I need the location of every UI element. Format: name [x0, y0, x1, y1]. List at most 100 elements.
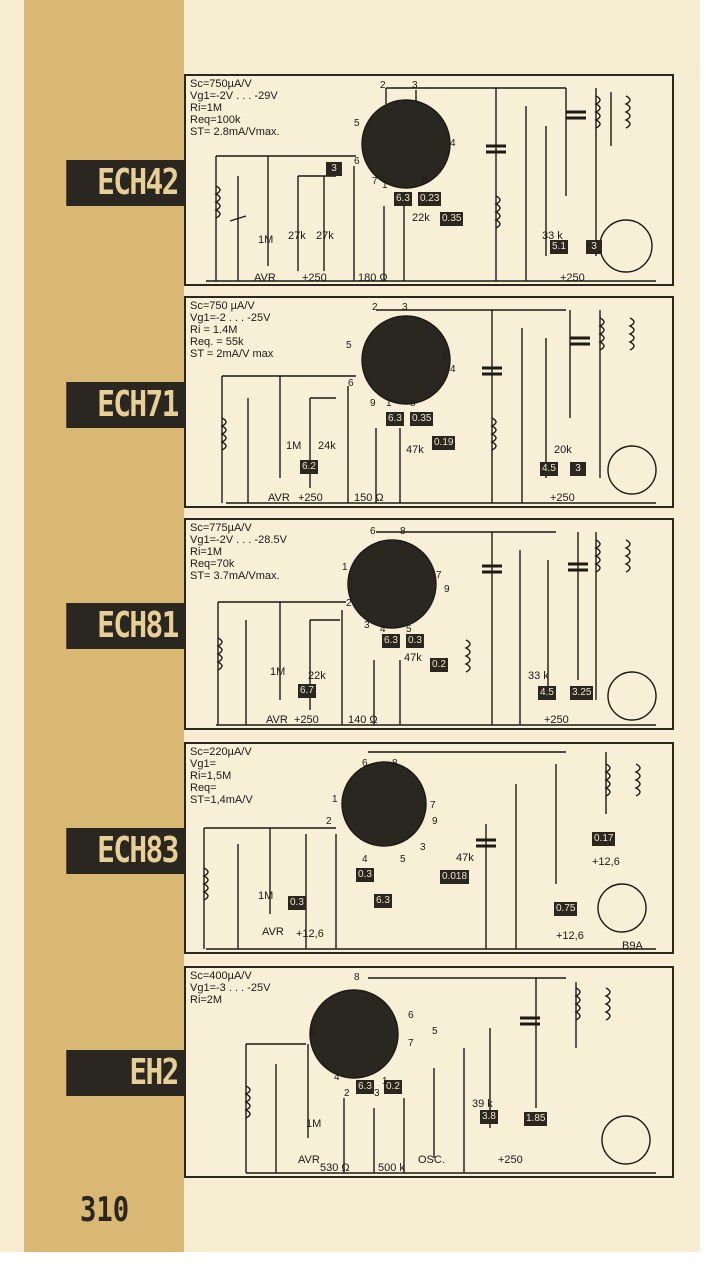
voltage-box: 3 — [586, 240, 602, 254]
spec-line: Vg1=-3 . . . -25V — [190, 982, 271, 994]
pin-number: 8 — [400, 526, 406, 537]
schematic-panel-ech81: Sc=775µA/V Vg1=-2V . . . -28.5V Ri=1M Re… — [184, 518, 674, 730]
page-number: 310 — [80, 1190, 130, 1230]
schematic-panel-ech42: Sc=750µA/V Vg1=-2V . . . -29V Ri=1M Req=… — [184, 74, 674, 286]
avr-label: AVR — [266, 714, 288, 726]
pin-number: 6 — [354, 156, 360, 167]
spec-line: Sc=220µA/V — [190, 746, 252, 758]
pin-number: 1 — [386, 398, 392, 409]
voltage-box: 6.7 — [298, 684, 316, 698]
avr-label: AVR — [254, 272, 276, 284]
voltage-box: 0.3 — [406, 634, 424, 648]
pin-number: 5 — [400, 854, 406, 865]
resistor-label: 27k — [316, 230, 334, 242]
pin-number: 7 — [436, 570, 442, 581]
voltage-box: 6.3 — [386, 412, 404, 426]
pin-number: 9 — [444, 584, 450, 595]
spec-line: ST = 2mA/V max — [190, 348, 274, 360]
supply-label: +12,6 — [556, 930, 584, 942]
resistor-label: 27k — [288, 230, 306, 242]
supply-label: +250 — [560, 272, 585, 284]
pin-number: 6 — [408, 1010, 414, 1021]
spec-line: Ri=2M — [190, 994, 223, 1006]
voltage-box: 3 — [326, 162, 342, 176]
schematic-drawing — [216, 531, 657, 726]
supply-label: +12,6 — [592, 856, 620, 868]
resistor-label: 47k — [406, 444, 424, 456]
resistor-label: 22k — [308, 670, 326, 682]
pin-number: 1 — [342, 562, 348, 573]
pin-number: 2 — [326, 816, 332, 827]
avr-label: AVR — [298, 1154, 320, 1166]
schematic-panel-ech71: Sc=750 µA/V Vg1=-2 . . . -25V Ri = 1.4M … — [184, 296, 674, 508]
voltage-box: 0.35 — [410, 412, 434, 426]
pin-number: 4 — [380, 624, 386, 635]
pin-number: 2 — [344, 1088, 350, 1099]
pin-number: 8 — [354, 972, 360, 983]
resistor-label: 33 k — [542, 230, 563, 242]
voltage-box: 6.3 — [374, 894, 392, 908]
spec-line: ST= 3.7mA/Vmax. — [190, 570, 280, 582]
spec-line: Req= — [190, 782, 217, 794]
voltage-box: 6.3 — [356, 1080, 374, 1094]
pin-number: 4 — [450, 364, 456, 375]
pin-number: 9 — [432, 816, 438, 827]
schematic-drawing — [202, 751, 656, 950]
voltage-box: 0.3 — [288, 896, 306, 910]
pin-number: 1 — [382, 180, 388, 191]
pin-number: 3 — [374, 1088, 380, 1099]
tube-label-ech81: ECH81 — [66, 603, 186, 649]
voltage-box: 0.2 — [384, 1080, 402, 1094]
spec-line: Req. = 55k — [190, 336, 244, 348]
spec-line: Vg1=-2V . . . -29V — [190, 90, 278, 102]
tube-specs: Sc=750µA/V Vg1=-2V . . . -29V Ri=1M Req=… — [190, 78, 280, 138]
supply-label: +250 — [544, 714, 569, 726]
spec-line: Sc=750µA/V — [190, 78, 252, 90]
voltage-box: 0.75 — [554, 902, 578, 916]
base-type-label: B9A — [622, 940, 643, 952]
spec-line: Req=70k — [190, 558, 235, 570]
pin-number: 8 — [392, 758, 398, 769]
tube-specs: Sc=220µA/V Vg1= Ri=1,5M Req= ST=1,4mA/V — [190, 746, 253, 806]
resistor-label: 1M — [270, 666, 286, 678]
schematic-drawing — [206, 87, 656, 282]
spec-line: Vg1= — [190, 758, 216, 770]
resistor-label: 1M — [258, 890, 274, 902]
voltage-box: 3 — [570, 462, 586, 476]
pin-number: 4 — [362, 854, 368, 865]
resistor-label: 22k — [412, 212, 430, 224]
resistor-label: 39 k — [472, 1098, 493, 1110]
tube-specs: Sc=775µA/V Vg1=-2V . . . -28.5V Ri=1M Re… — [190, 522, 287, 582]
voltage-box: 0.19 — [432, 436, 456, 450]
tube-specs: Sc=750 µA/V Vg1=-2 . . . -25V Ri = 1.4M … — [190, 300, 273, 360]
voltage-box: 5.1 — [550, 240, 568, 254]
voltage-box: 3.25 — [570, 686, 594, 700]
tube-label-eh2: EH2 — [66, 1050, 186, 1096]
spec-line: Vg1=-2 . . . -25V — [190, 312, 271, 324]
resistor-label: 20k — [554, 444, 572, 456]
voltage-box: 6.2 — [300, 460, 318, 474]
resistor-label: 500 k — [378, 1162, 405, 1174]
voltage-box: 0.2 — [430, 658, 448, 672]
tube-label-ech83: ECH83 — [66, 828, 186, 874]
pin-number: 3 — [402, 302, 408, 313]
pin-number: 4 — [450, 138, 456, 149]
spec-line: Ri = 1.4M — [190, 324, 238, 336]
voltage-box: 1.85 — [524, 1112, 548, 1126]
tube-specs: Sc=400µA/V Vg1=-3 . . . -25V Ri=2M — [190, 970, 270, 1006]
voltage-box: 0.3 — [356, 868, 374, 882]
schematic-drawing — [220, 309, 657, 504]
spec-line: Ri=1M — [190, 546, 223, 558]
pin-number: 5 — [354, 118, 360, 129]
supply-label: +250 — [302, 272, 327, 284]
osc-label: OSC. — [418, 1154, 445, 1166]
supply-label: +250 — [550, 492, 575, 504]
supply-label: +12,6 — [296, 928, 324, 940]
pin-number: 2 — [372, 302, 378, 313]
avr-label: AVR — [268, 492, 290, 504]
resistor-label: 24k — [318, 440, 336, 452]
voltage-box: 0.018 — [440, 870, 470, 884]
spec-line: ST=1,4mA/V — [190, 794, 253, 806]
resistor-label: 47k — [456, 852, 474, 864]
